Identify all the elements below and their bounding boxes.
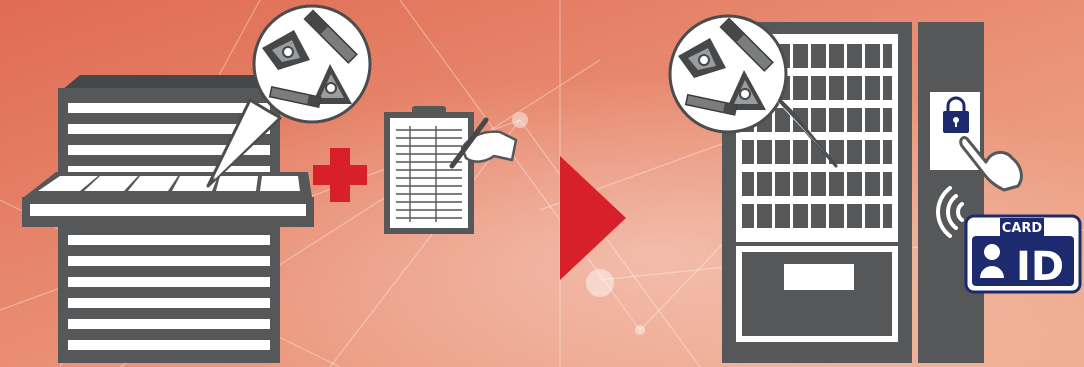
id-card-icon: CARD ID	[966, 216, 1080, 292]
id-card-caption: CARD	[1002, 221, 1043, 236]
id-card-text: ID	[1016, 244, 1064, 290]
